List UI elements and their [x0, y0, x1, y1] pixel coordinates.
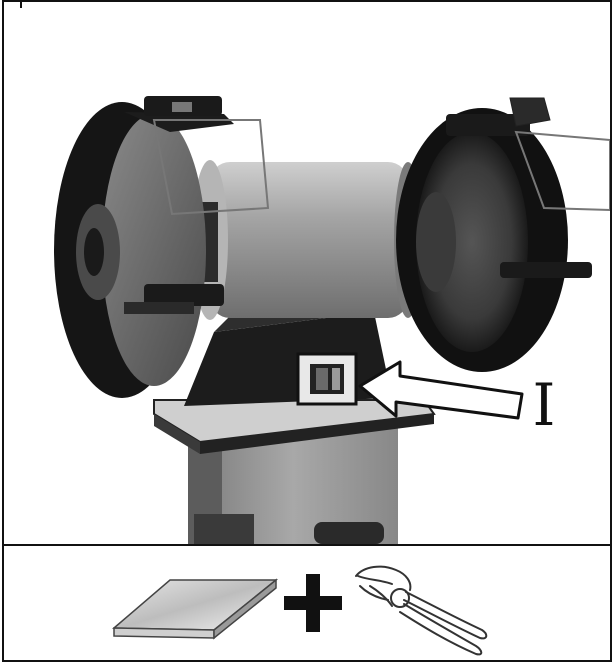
- panel-divider: [4, 544, 610, 546]
- bench-grinder-illustration: [54, 96, 610, 544]
- bench-grinder-photo-panel: I: [4, 2, 610, 544]
- left-grinding-wheel: [54, 96, 270, 398]
- motor-cylinder: [192, 160, 428, 320]
- arrow-icon: [358, 360, 524, 420]
- power-switch: [296, 352, 358, 406]
- pliers-icon: [355, 565, 488, 656]
- plus-sign: [284, 574, 342, 632]
- frame-corner-tick: [20, 2, 22, 8]
- callout-label: I: [532, 371, 556, 439]
- required-items-panel: [4, 546, 610, 660]
- required-items-illustration: [112, 565, 488, 656]
- metal-plate-icon: [112, 578, 279, 640]
- right-grinding-wheel: [396, 97, 610, 372]
